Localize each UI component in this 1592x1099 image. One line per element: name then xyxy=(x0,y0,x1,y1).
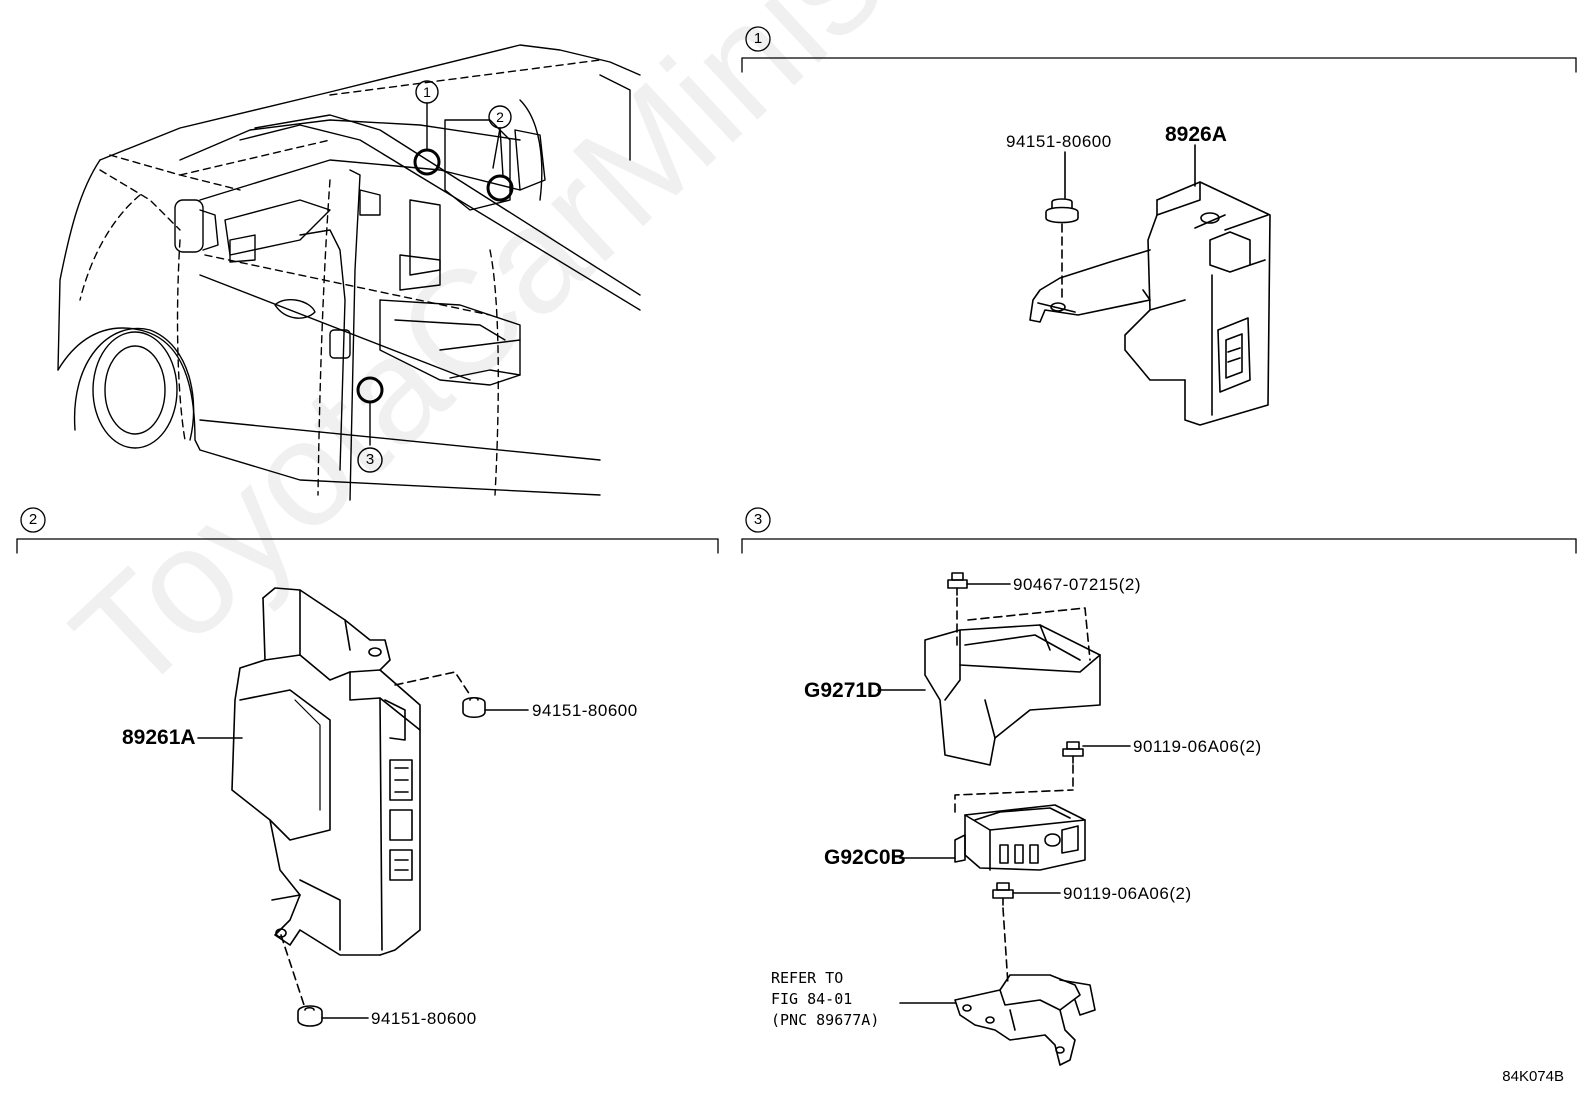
overview-callout-1: 1 xyxy=(423,84,431,100)
section-3-drawing xyxy=(877,572,1131,1066)
ecu-8926A-drawing xyxy=(1029,144,1271,426)
part-label-94151-80600-s1[interactable]: 94151-80600 xyxy=(1006,132,1112,151)
part-label-90467-07215[interactable]: 90467-07215(2) xyxy=(1013,575,1141,594)
refer-note-line1: REFER TO xyxy=(771,969,844,987)
section-3-frame xyxy=(741,507,1577,554)
section-marker-3: 3 xyxy=(753,511,763,528)
section-marker-2: 2 xyxy=(28,511,38,528)
refer-note-line3: (PNC 89677A) xyxy=(771,1011,880,1029)
refer-note-line2: FIG 84-01 xyxy=(771,990,853,1008)
section-2-frame xyxy=(16,507,719,554)
section-1-frame xyxy=(741,26,1577,73)
part-label-8926A[interactable]: 8926A xyxy=(1165,123,1227,146)
overview-callout-3: 3 xyxy=(365,451,375,468)
part-label-90119-06A06-low[interactable]: 90119-06A06(2) xyxy=(1063,884,1192,903)
part-label-90119-06A06-mid[interactable]: 90119-06A06(2) xyxy=(1133,737,1262,756)
refer-note[interactable]: REFER TO FIG 84-01 (PNC 89677A) xyxy=(771,968,879,1031)
part-label-G9271D[interactable]: G9271D xyxy=(804,679,883,702)
part-label-94151-80600-s2-bottom[interactable]: 94151-80600 xyxy=(371,1009,477,1028)
part-label-G92C0B[interactable]: G92C0B xyxy=(824,846,906,869)
part-label-94151-80600-s2-top[interactable]: 94151-80600 xyxy=(532,701,638,720)
diagram-code: 84K074B xyxy=(1502,1068,1564,1085)
ecu-89261A-drawing xyxy=(197,587,529,1027)
part-label-89261A[interactable]: 89261A xyxy=(122,726,196,749)
vehicle-overview xyxy=(57,44,641,501)
overview-callout-2: 2 xyxy=(496,109,504,125)
section-marker-1: 1 xyxy=(753,30,763,47)
